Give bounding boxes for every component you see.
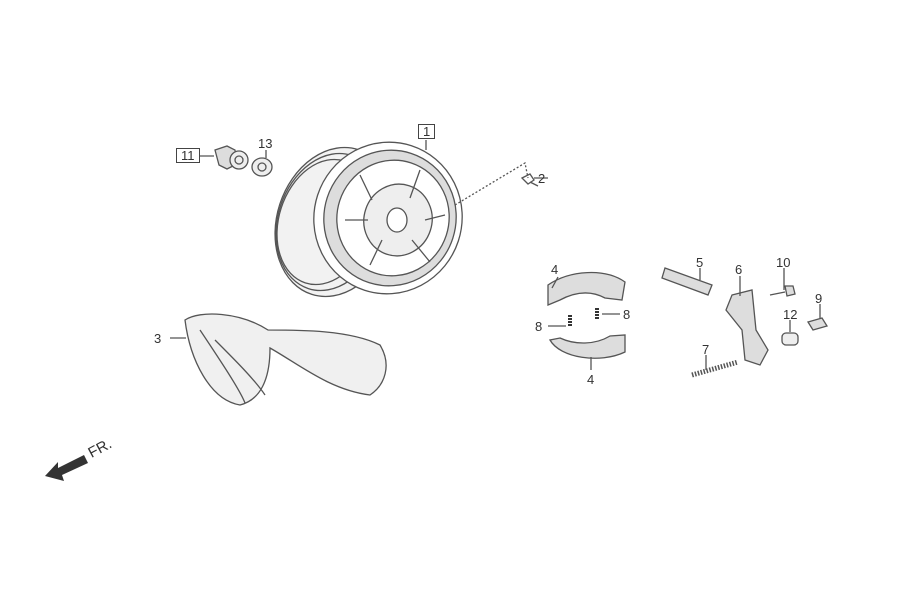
callout-5: 5 — [696, 255, 704, 270]
callout-9: 9 — [815, 291, 823, 306]
callout-4-bottom: 4 — [587, 372, 595, 387]
brake-shoe-bottom — [548, 334, 626, 359]
callout-7: 7 — [702, 342, 710, 357]
spring-drawing — [691, 359, 739, 378]
callout-13: 13 — [258, 136, 273, 151]
callout-8-left: 8 — [535, 319, 543, 334]
callout-3: 3 — [154, 331, 162, 346]
front-arrow-icon — [45, 455, 88, 481]
washer-drawing — [251, 157, 273, 177]
axle-nut-drawing — [214, 145, 249, 170]
callout-2: 2 — [538, 171, 546, 186]
callout-10: 10 — [776, 255, 791, 270]
valve-drawing — [520, 173, 539, 187]
nut-drawing — [806, 317, 829, 331]
arm-drawing — [725, 289, 769, 366]
callout-1: 1 — [418, 124, 436, 139]
callout-8-right: 8 — [623, 307, 631, 322]
callout-4-top: 4 — [551, 262, 559, 277]
brake-shoe-top — [547, 271, 626, 306]
tire-drawing — [184, 313, 387, 406]
bolt-drawing — [769, 285, 796, 297]
callout-11: 11 — [176, 148, 200, 163]
callout-6: 6 — [735, 262, 743, 277]
valve-leader — [454, 161, 529, 206]
wheel-drawing — [274, 141, 463, 298]
callout-12: 12 — [783, 307, 798, 322]
cam-drawing — [661, 267, 713, 296]
collar-drawing — [781, 332, 799, 346]
